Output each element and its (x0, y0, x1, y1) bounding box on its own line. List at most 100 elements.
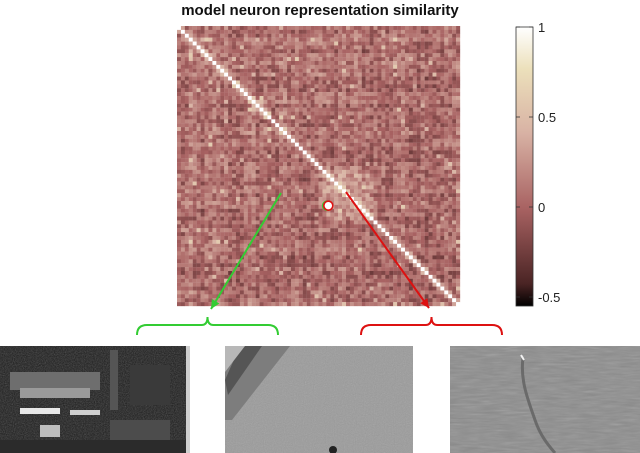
heatmap-cell (294, 251, 299, 256)
heatmap-cell (314, 107, 319, 112)
heatmap-cell (275, 220, 280, 225)
heatmap-cell (204, 204, 209, 209)
heatmap-cell (412, 251, 417, 256)
heatmap-cell (357, 26, 362, 31)
heatmap-cell (404, 68, 410, 73)
heatmap-cell (385, 111, 390, 116)
heatmap-cell (306, 286, 311, 291)
heatmap-cell (235, 204, 241, 209)
heatmap-cell (393, 154, 398, 159)
heatmap-cell (267, 134, 272, 139)
heatmap-cell (232, 290, 237, 295)
heatmap-cell (393, 68, 398, 73)
heatmap-cell (259, 173, 264, 178)
heatmap-cell (275, 166, 280, 171)
heatmap-cell (220, 99, 225, 104)
heatmap-cell (381, 166, 386, 171)
heatmap-cell (232, 119, 237, 124)
heatmap-cell (452, 53, 457, 58)
heatmap-cell (200, 208, 205, 213)
heatmap-cell (452, 208, 457, 213)
heatmap-cell (310, 127, 315, 132)
heatmap-cell (404, 131, 410, 136)
heatmap-cell (247, 61, 252, 66)
heatmap-cell (259, 68, 264, 73)
heatmap-cell (373, 49, 378, 54)
heatmap-cell (267, 96, 272, 101)
heatmap-cell (346, 138, 351, 143)
heatmap-cell (342, 57, 347, 62)
heatmap-cell (342, 92, 347, 97)
heatmap-cell (283, 131, 288, 136)
heatmap-cell (440, 181, 445, 186)
heatmap-cell (239, 290, 244, 295)
heatmap-cell (342, 99, 347, 104)
heatmap-cell (452, 267, 457, 272)
heatmap-cell (177, 267, 182, 272)
heatmap-cell (314, 127, 319, 132)
heatmap-cell (306, 173, 311, 178)
heatmap-cell (255, 123, 260, 128)
heatmap-cell (302, 290, 307, 295)
heatmap-cell (424, 142, 429, 147)
heatmap-cell (263, 26, 268, 31)
heatmap-cell (275, 53, 280, 58)
heatmap-cell (385, 185, 390, 190)
heatmap-cell (322, 115, 327, 120)
heatmap-cell (416, 64, 421, 69)
heatmap-cell (381, 162, 386, 167)
heatmap-cell (251, 41, 256, 46)
heatmap-cell (212, 290, 217, 295)
heatmap-cell (177, 290, 182, 295)
heatmap-cell (224, 92, 229, 97)
heatmap-cell (318, 158, 323, 163)
heatmap-cell (393, 49, 398, 54)
heatmap-cell (275, 251, 280, 256)
heatmap-cell (188, 251, 193, 256)
heatmap-cell (204, 216, 209, 221)
heatmap-cell (393, 181, 398, 186)
heatmap-cell (306, 150, 311, 155)
heatmap-cell (208, 193, 213, 198)
heatmap-cell (200, 173, 205, 178)
heatmap-cell (196, 259, 201, 264)
heatmap-cell (247, 127, 252, 132)
heatmap-cell (424, 127, 429, 132)
heatmap-cell (263, 142, 268, 147)
heatmap-cell (271, 177, 276, 182)
heatmap-cell (271, 92, 276, 97)
heatmap-cell (381, 111, 386, 116)
heatmap-cell (294, 134, 299, 139)
heatmap-cell (188, 204, 193, 209)
heatmap-cell (177, 103, 182, 108)
heatmap-cell (365, 224, 370, 229)
heatmap-cell (196, 189, 201, 194)
heatmap-cell (188, 193, 193, 198)
heatmap-cell (401, 197, 406, 202)
heatmap-cell (373, 259, 378, 264)
heatmap-cell (310, 57, 315, 62)
heatmap-cell (361, 123, 366, 128)
heatmap-cell (440, 134, 445, 139)
heatmap-cell (334, 278, 339, 283)
heatmap-cell (200, 232, 205, 237)
heatmap-cell (401, 29, 406, 34)
heatmap-cell (204, 33, 209, 38)
heatmap-cell (279, 169, 284, 174)
heatmap-cell (294, 127, 299, 132)
heatmap-cell (200, 220, 205, 225)
heatmap-cell (346, 154, 351, 159)
heatmap-cell (404, 57, 410, 62)
heatmap-cell (326, 271, 331, 276)
heatmap-cell (275, 49, 280, 54)
heatmap-cell (310, 271, 315, 276)
heatmap-cell (224, 232, 229, 237)
heatmap-cell (302, 220, 307, 225)
heatmap-cell (330, 181, 335, 186)
heatmap-cell (412, 236, 417, 241)
heatmap-cell (200, 92, 205, 97)
heatmap-cell (424, 146, 429, 151)
heatmap-cell (401, 181, 406, 186)
heatmap-cell (239, 228, 244, 233)
heatmap-cell (381, 271, 386, 276)
